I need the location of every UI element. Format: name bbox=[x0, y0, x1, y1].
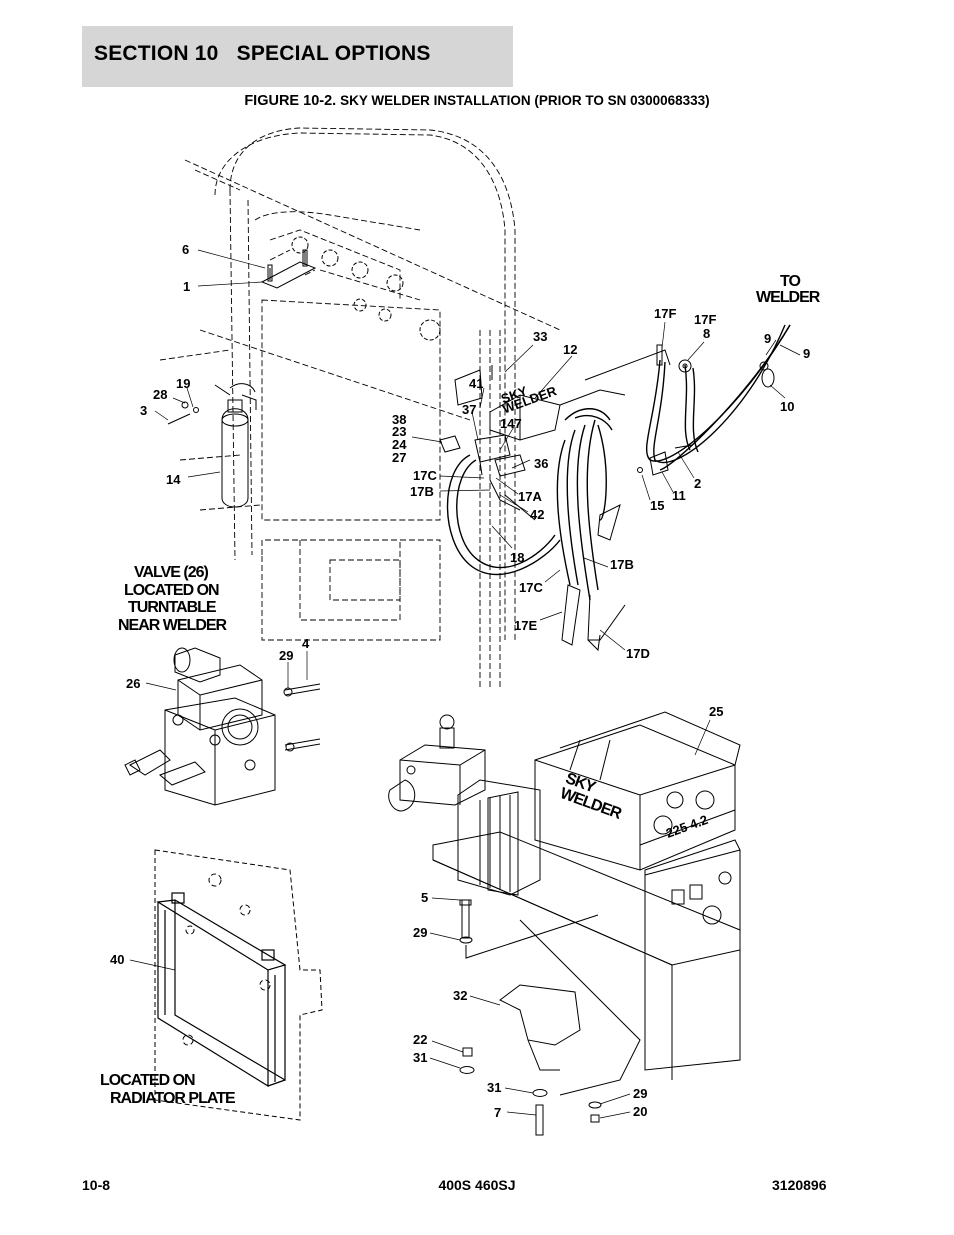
note-to-welder-1: TO bbox=[780, 273, 800, 290]
callout: 17C bbox=[519, 580, 543, 595]
callout: 12 bbox=[563, 342, 577, 357]
model-number: 400S 460SJ bbox=[438, 1177, 516, 1193]
callout: 36 bbox=[534, 456, 548, 471]
callout: 8 bbox=[703, 326, 710, 341]
callout: 18 bbox=[510, 550, 524, 565]
callout: 42 bbox=[530, 507, 544, 522]
terminal-ring-8 bbox=[656, 344, 692, 373]
control-panel-knobs bbox=[291, 236, 441, 341]
hour-meter-bracket bbox=[260, 249, 317, 289]
welder-generator bbox=[457, 779, 541, 896]
callout: 17F bbox=[694, 312, 716, 327]
generator-base bbox=[432, 831, 741, 1096]
section-banner bbox=[82, 26, 513, 87]
figure-title: FIGURE 10-2. SKY WELDER INSTALLATION (PR… bbox=[0, 92, 954, 109]
callout: 4 bbox=[302, 636, 310, 651]
page-number: 10-8 bbox=[82, 1177, 111, 1193]
callout: 26 bbox=[126, 676, 140, 691]
note-valve-1: VALVE (26) bbox=[134, 564, 209, 581]
note-radiator-1: LOCATED ON bbox=[100, 1072, 195, 1089]
callout: 17C bbox=[413, 468, 437, 483]
callout: 33 bbox=[533, 329, 547, 344]
document-number: 3120896 bbox=[772, 1177, 827, 1193]
callout: 32 bbox=[453, 988, 467, 1003]
hydraulic-motor bbox=[388, 714, 486, 812]
callout: 14 bbox=[166, 472, 181, 487]
callout: 147 bbox=[500, 416, 522, 431]
mount-bracket-32 bbox=[499, 984, 581, 1071]
callout-labels: 6 1 19 28 3 14 33 12 41 37 38 23 24 27 1… bbox=[110, 242, 810, 1120]
note-to-welder-2: WELDER bbox=[756, 289, 821, 306]
ground-clamps bbox=[561, 504, 626, 652]
callout: 6 bbox=[182, 242, 189, 257]
callout: 23 bbox=[392, 424, 406, 439]
callout: 2 bbox=[694, 476, 701, 491]
callout: 17A bbox=[518, 489, 542, 504]
callout: 22 bbox=[413, 1032, 427, 1047]
callout: 28 bbox=[153, 387, 167, 402]
leader-lines bbox=[129, 249, 801, 1119]
callout: 17F bbox=[654, 306, 676, 321]
section-title: SECTION 10 SPECIAL OPTIONS bbox=[94, 42, 431, 65]
machine-frame-outline bbox=[159, 127, 561, 690]
callout: 11 bbox=[672, 488, 686, 503]
callout: 27 bbox=[392, 450, 406, 465]
callout: 31 bbox=[413, 1050, 427, 1065]
callout: 29 bbox=[279, 648, 293, 663]
callout: 38 bbox=[392, 412, 406, 427]
callout: 17E bbox=[514, 618, 537, 633]
oil-cooler bbox=[156, 892, 287, 1088]
fire-extinguisher bbox=[214, 383, 257, 508]
callout: 1 bbox=[183, 279, 190, 294]
control-box-bracket bbox=[454, 349, 671, 441]
note-radiator-2: RADIATOR PLATE bbox=[110, 1090, 236, 1107]
welder-control-housing bbox=[534, 711, 741, 871]
callout: 24 bbox=[392, 437, 407, 452]
callout: 7 bbox=[494, 1105, 501, 1120]
note-valve-4: NEAR WELDER bbox=[118, 617, 228, 634]
callout: 17D bbox=[626, 646, 650, 661]
callout: 10 bbox=[780, 399, 794, 414]
callout: 17B bbox=[410, 484, 434, 499]
callout: 40 bbox=[110, 952, 124, 967]
callout: 20 bbox=[633, 1104, 647, 1119]
welder-logo: SKY WELDER bbox=[558, 770, 625, 823]
callout: 3 bbox=[140, 403, 147, 418]
callout: 15 bbox=[650, 498, 664, 513]
figure-number: FIGURE 10-2. bbox=[244, 93, 337, 109]
note-valve-3: TURNTABLE bbox=[128, 599, 217, 616]
callout: 25 bbox=[709, 704, 723, 719]
cable-clamp-11 bbox=[637, 444, 693, 476]
bolts-22-31-7-20 bbox=[459, 1047, 602, 1136]
bolt-5-29 bbox=[459, 899, 599, 959]
callout: 41 bbox=[469, 376, 483, 391]
note-valve-2: LOCATED ON bbox=[124, 582, 219, 599]
figure-caption: SKY WELDER INSTALLATION (PRIOR TO SN 030… bbox=[340, 93, 710, 108]
welder-control-box bbox=[644, 839, 741, 1071]
welder-cables bbox=[446, 324, 791, 601]
callout: 9 bbox=[803, 346, 810, 361]
welder-dial-readout: 225 4.2 bbox=[664, 812, 710, 841]
callout: 29 bbox=[633, 1086, 647, 1101]
bracket-logo: SKY WELDER bbox=[499, 383, 559, 417]
callout: 9 bbox=[764, 331, 771, 346]
valve-block bbox=[124, 647, 276, 806]
callout: 5 bbox=[421, 890, 428, 905]
callout: 29 bbox=[413, 925, 427, 940]
callout: 31 bbox=[487, 1080, 501, 1095]
callout: 17B bbox=[610, 557, 634, 572]
callout: 37 bbox=[462, 402, 476, 417]
fasteners-3-28-19 bbox=[167, 401, 199, 425]
cable-clamp-10 bbox=[759, 361, 775, 388]
callout: 19 bbox=[176, 376, 190, 391]
valve-bolts-4-29 bbox=[283, 683, 321, 752]
